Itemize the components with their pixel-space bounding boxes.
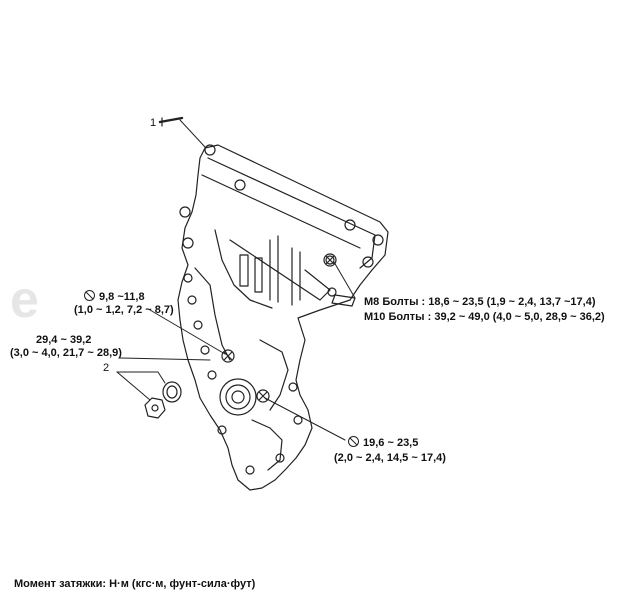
leader-lower-bolt xyxy=(264,397,346,441)
leader-part2-seal xyxy=(116,371,166,384)
torque-seal-bolt-primary: 9,8 ~11,8 xyxy=(84,290,145,304)
callout-part-1: 1 xyxy=(150,117,157,129)
cover-lug xyxy=(331,294,356,307)
torque-pulley-bolt-secondary: (3,0 ~ 4,0, 21,7 ~ 28,9) xyxy=(10,347,122,359)
mount-boss xyxy=(179,206,191,218)
mount-boss xyxy=(245,465,255,475)
bolt-icon xyxy=(158,116,184,127)
leader-m8-m10 xyxy=(333,261,356,299)
bolt-head-icon xyxy=(144,397,166,419)
mount-boss xyxy=(372,234,384,246)
mount-boss xyxy=(183,273,193,283)
torque-lower-bolt-primary: 19,6 ~ 23,5 xyxy=(348,436,418,450)
watermark: e xyxy=(10,271,40,329)
mount-boss xyxy=(193,320,203,330)
do-not-reuse-icon xyxy=(348,436,359,447)
cover-bolt-upper xyxy=(323,253,337,267)
mount-boss xyxy=(362,256,374,268)
mount-boss xyxy=(234,179,246,191)
leader-seal-bolt xyxy=(149,309,226,355)
leader-part2-bolt xyxy=(116,371,151,401)
mount-boss xyxy=(344,219,356,231)
mount-boss xyxy=(293,415,303,425)
torque-lower-bolt-secondary: (2,0 ~ 2,4, 14,5 ~ 17,4) xyxy=(334,452,446,464)
mount-boss xyxy=(217,425,227,435)
cover-bolt-seal xyxy=(221,349,235,363)
torque-m8-bolts: M8 Болты : 18,6 ~ 23,5 (1,9 ~ 2,4, 13,7 … xyxy=(364,296,596,308)
cover-upper-rail xyxy=(207,157,376,269)
oil-seal-housing xyxy=(219,378,257,416)
cover-bolt-lower xyxy=(256,389,270,403)
mount-boss xyxy=(275,453,285,463)
callout-part-2: 2 xyxy=(103,362,110,374)
mount-boss xyxy=(187,295,197,305)
leader-part1 xyxy=(179,119,206,148)
mount-boss xyxy=(204,144,216,156)
mount-boss xyxy=(200,345,210,355)
torque-units-note: Момент затяжки: Н·м (кгс·м, фунт-сила·фу… xyxy=(14,578,256,590)
leader-pulley xyxy=(119,357,211,361)
mount-boss xyxy=(182,237,194,249)
seal-ring-icon xyxy=(162,381,182,403)
torque-m10-bolts: M10 Болты : 39,2 ~ 49,0 (4,0 ~ 5,0, 28,9… xyxy=(364,311,605,323)
mount-boss xyxy=(207,370,217,380)
mount-boss xyxy=(288,382,298,392)
torque-seal-bolt-secondary: (1,0 ~ 1,2, 7,2 ~ 8,7) xyxy=(74,304,174,316)
do-not-reuse-icon xyxy=(84,290,95,301)
torque-pulley-bolt-primary: 29,4 ~ 39,2 xyxy=(36,334,92,346)
